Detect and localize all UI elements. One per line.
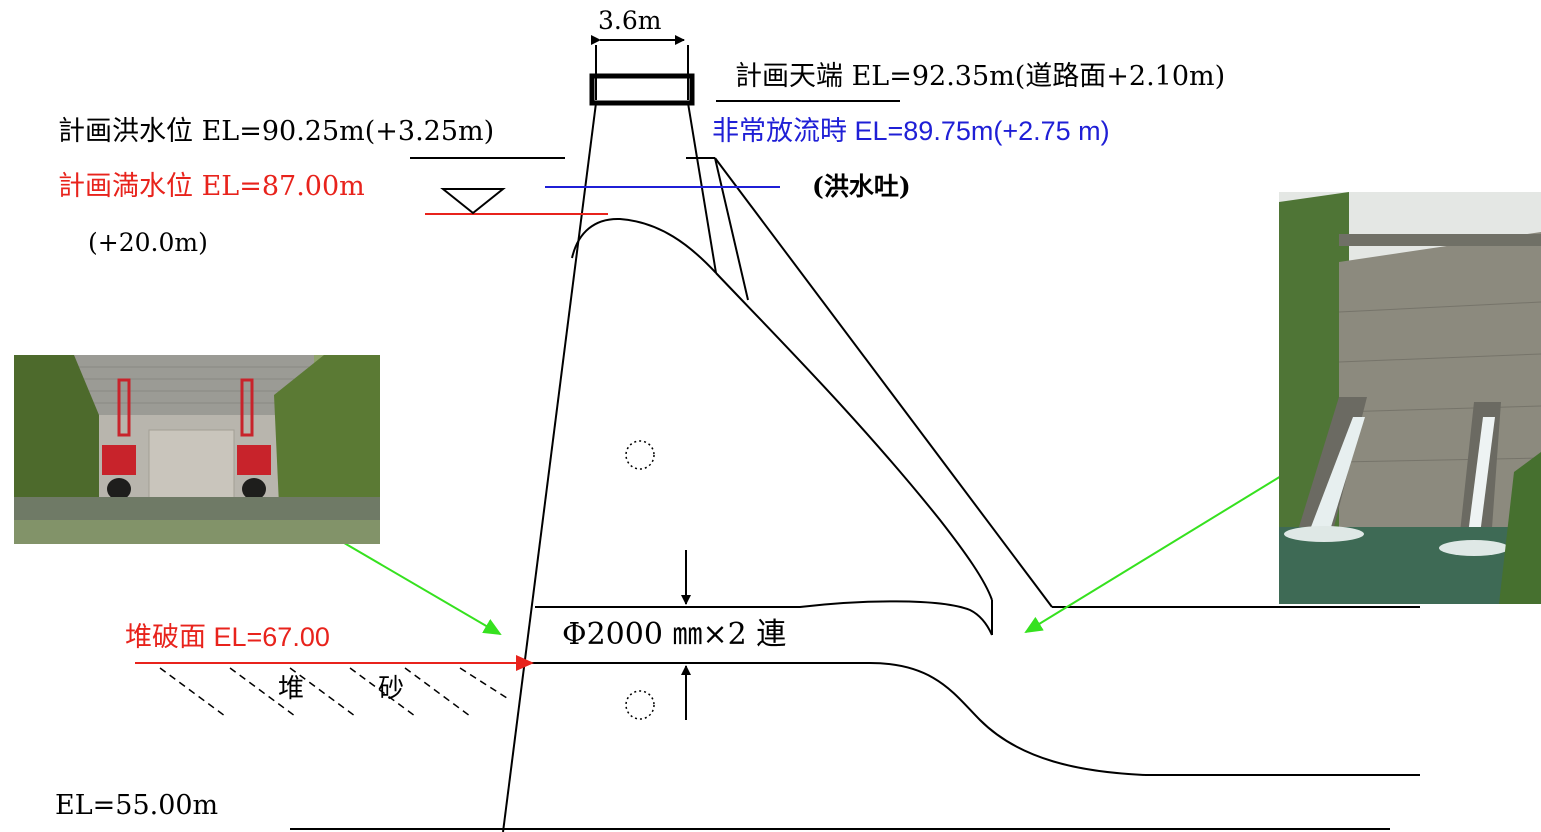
- dotted-circle-upper: [625, 440, 655, 470]
- dotted-circle-lower: [625, 690, 655, 720]
- water-level-triangle: [440, 188, 506, 215]
- flood-level-label: 計画洪水位 EL=90.25m(+3.25m): [58, 116, 495, 147]
- base-elevation-label: EL=55.00m: [55, 790, 219, 821]
- sediment-hatching: [159, 667, 511, 717]
- sediment-label-2: 砂: [378, 674, 405, 704]
- intake-gates-photo: [14, 355, 380, 544]
- spillway-label: (洪水吐): [812, 172, 911, 201]
- sediment-label-1: 堆: [278, 674, 305, 704]
- crest-width-label: 3.6m: [598, 6, 662, 35]
- emergency-level-label: 非常放流時 EL=89.75m(+2.75 m): [712, 116, 1110, 146]
- full-level-label: 計画満水位 EL=87.00m: [58, 171, 365, 202]
- pipe-spec-label: Φ2000 ㎜×2 連: [562, 617, 787, 652]
- full-level-sub-label: (+20.0m): [88, 228, 208, 257]
- crest-width-dimension: [591, 35, 689, 100]
- breach-surface-label: 堆破面 EL=67.00: [125, 622, 330, 652]
- crest-elevation-label: 計画天端 EL=92.35m(道路面+2.10m): [735, 61, 1226, 92]
- dam-spillway-outlet-photo: [1279, 192, 1541, 604]
- dam-body: [290, 102, 1420, 832]
- dam-crest: [589, 73, 695, 106]
